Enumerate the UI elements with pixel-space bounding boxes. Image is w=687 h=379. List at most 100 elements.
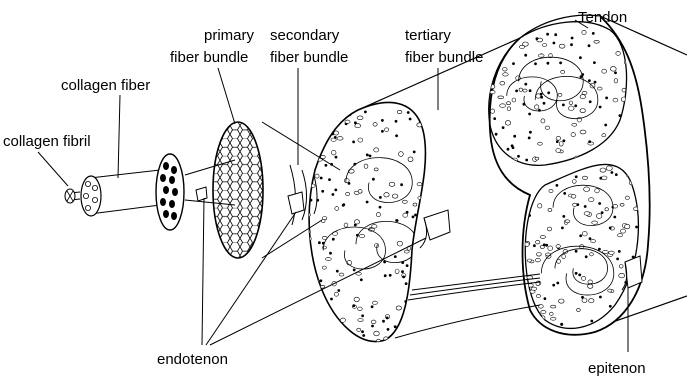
texture-dot xyxy=(520,304,522,306)
texture-dot xyxy=(534,63,536,65)
texture-dot xyxy=(575,105,577,107)
texture-dot xyxy=(521,28,525,32)
texture-dot xyxy=(610,67,616,72)
texture-dot xyxy=(354,297,359,301)
texture-dot xyxy=(394,256,396,258)
texture-dot xyxy=(584,205,586,207)
texture-dot xyxy=(594,40,599,43)
texture-dot xyxy=(593,62,595,64)
texture-dot xyxy=(389,182,395,186)
texture-dot xyxy=(381,130,383,132)
texture-dot xyxy=(374,148,379,152)
texture-dot xyxy=(556,184,558,186)
texture-dot xyxy=(396,135,398,137)
texture-dot xyxy=(575,176,577,178)
texture-dot xyxy=(372,178,374,180)
texture-dot xyxy=(381,119,383,121)
fibril-hole xyxy=(85,205,90,210)
texture-dot xyxy=(325,164,327,166)
texture-dot xyxy=(536,94,541,98)
texture-dot xyxy=(551,305,556,308)
texture-dot xyxy=(605,208,609,211)
texture-dot xyxy=(334,336,336,338)
texture-dot xyxy=(334,292,338,296)
fibril-hole xyxy=(85,181,90,186)
texture-dot xyxy=(592,221,598,224)
texture-dot xyxy=(617,258,619,260)
texture-dot xyxy=(564,192,566,194)
texture-dot xyxy=(338,289,340,291)
texture-dot xyxy=(372,225,377,229)
texture-dot xyxy=(334,131,339,135)
texture-dot xyxy=(414,267,416,269)
texture-dot xyxy=(488,44,494,47)
texture-dot xyxy=(596,214,602,219)
texture-dot xyxy=(408,157,413,162)
texture-dot xyxy=(319,124,321,126)
texture-dot xyxy=(366,154,368,156)
texture-dot xyxy=(401,271,403,273)
texture-dot xyxy=(392,194,398,198)
texture-dot xyxy=(307,109,309,111)
texture-dot xyxy=(523,89,527,92)
texture-dot xyxy=(597,87,602,90)
texture-dot xyxy=(500,104,506,108)
texture-dot xyxy=(553,284,555,286)
fiber-hole xyxy=(171,212,177,220)
texture-dot xyxy=(606,166,612,171)
texture-dot xyxy=(589,299,594,303)
label-primary-fiber-bundle-line1: primary xyxy=(204,27,255,44)
collagen-fibril xyxy=(65,189,80,203)
texture-dot xyxy=(359,235,365,238)
texture-dot xyxy=(374,331,380,336)
texture-dot xyxy=(373,98,375,100)
texture-dot xyxy=(535,157,539,160)
texture-dot xyxy=(389,274,391,276)
texture-dot xyxy=(412,216,414,218)
texture-dot xyxy=(490,90,495,93)
texture-dot xyxy=(324,329,326,331)
texture-dot xyxy=(556,141,558,143)
texture-dot xyxy=(557,282,559,284)
texture-dot xyxy=(575,250,577,252)
texture-dot xyxy=(502,30,506,34)
texture-dot xyxy=(369,155,371,157)
texture-dot xyxy=(371,325,373,327)
texture-dot xyxy=(614,216,616,218)
texture-dot xyxy=(417,183,422,186)
texture-dot xyxy=(508,37,510,39)
texture-dot xyxy=(371,306,373,308)
texture-dot xyxy=(485,133,490,137)
label-primary-fiber-bundle-line2: fiber bundle xyxy=(170,49,248,66)
texture-dot xyxy=(541,119,545,123)
texture-dot xyxy=(306,284,308,286)
texture-dot xyxy=(307,230,311,233)
texture-dot xyxy=(386,317,388,319)
texture-dot xyxy=(414,214,416,216)
texture-dot xyxy=(548,92,550,94)
texture-dot xyxy=(404,250,409,253)
texture-dot xyxy=(309,263,313,268)
texture-dot xyxy=(394,326,396,328)
texture-dot xyxy=(620,229,625,233)
texture-dot xyxy=(495,133,497,135)
texture-dot xyxy=(513,32,515,34)
texture-dot xyxy=(535,105,539,109)
texture-dot xyxy=(571,195,576,199)
texture-dot xyxy=(371,345,376,349)
texture-dot xyxy=(629,43,634,46)
texture-dot xyxy=(423,119,428,124)
texture-dot xyxy=(620,203,624,206)
texture-dot xyxy=(533,245,535,247)
texture-dot xyxy=(526,159,528,161)
texture-dot xyxy=(322,342,324,344)
texture-dot xyxy=(487,67,489,69)
texture-dot xyxy=(401,184,403,186)
texture-dot xyxy=(373,123,377,127)
texture-dot xyxy=(519,88,523,91)
texture-dot xyxy=(613,98,618,102)
texture-dot xyxy=(366,201,368,203)
texture-dot xyxy=(512,147,514,149)
texture-dot xyxy=(563,215,565,217)
